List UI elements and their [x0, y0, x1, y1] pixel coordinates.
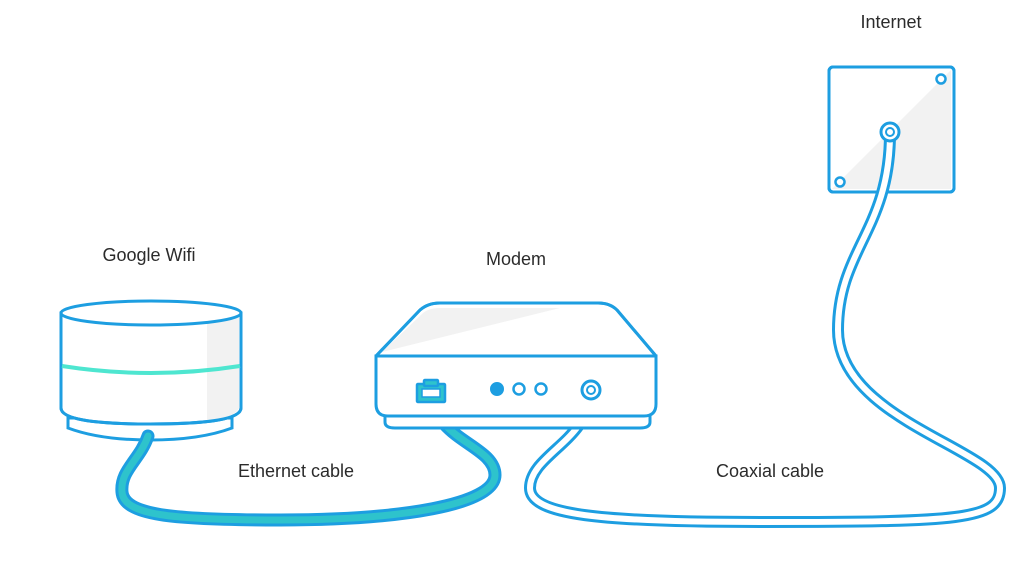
ethernet-cable	[115, 385, 502, 527]
google-wifi-device	[59, 299, 243, 442]
internet-label: Internet	[860, 12, 922, 32]
light-ring	[61, 364, 241, 375]
coaxial-connector-outlet	[879, 121, 901, 143]
google-wifi-label: Google Wifi	[102, 245, 196, 265]
status-light-1	[490, 382, 504, 396]
coaxial-port-icon	[580, 379, 602, 401]
coaxial-cable-label: Coaxial cable	[715, 461, 825, 481]
status-light-3	[534, 382, 548, 396]
status-light-2	[512, 382, 526, 396]
coaxial-cable	[524, 127, 1006, 528]
outlet-screw-top	[935, 73, 947, 85]
modem-label: Modem	[485, 249, 547, 269]
outlet-screw-bottom	[834, 176, 846, 188]
ethernet-port-icon	[415, 378, 447, 404]
modem-device	[374, 301, 658, 430]
ethernet-cable-label: Ethernet cable	[237, 461, 355, 481]
